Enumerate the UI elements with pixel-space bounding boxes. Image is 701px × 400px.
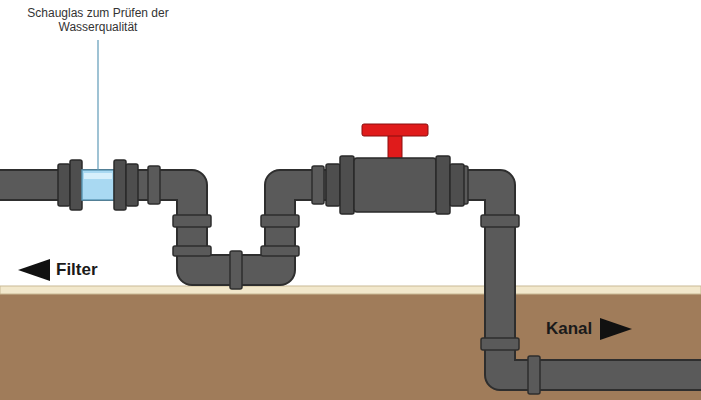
flow-label: Filter (56, 260, 98, 280)
flow-label: Kanal (546, 319, 592, 339)
ball-valve (326, 124, 464, 214)
leader-line (97, 40, 98, 170)
direction-arrow (18, 259, 50, 281)
ground-surface (0, 286, 701, 294)
direction-arrow (600, 318, 632, 340)
callout-label: Schauglas zum Prüfen der Wasserqualität (23, 6, 173, 34)
